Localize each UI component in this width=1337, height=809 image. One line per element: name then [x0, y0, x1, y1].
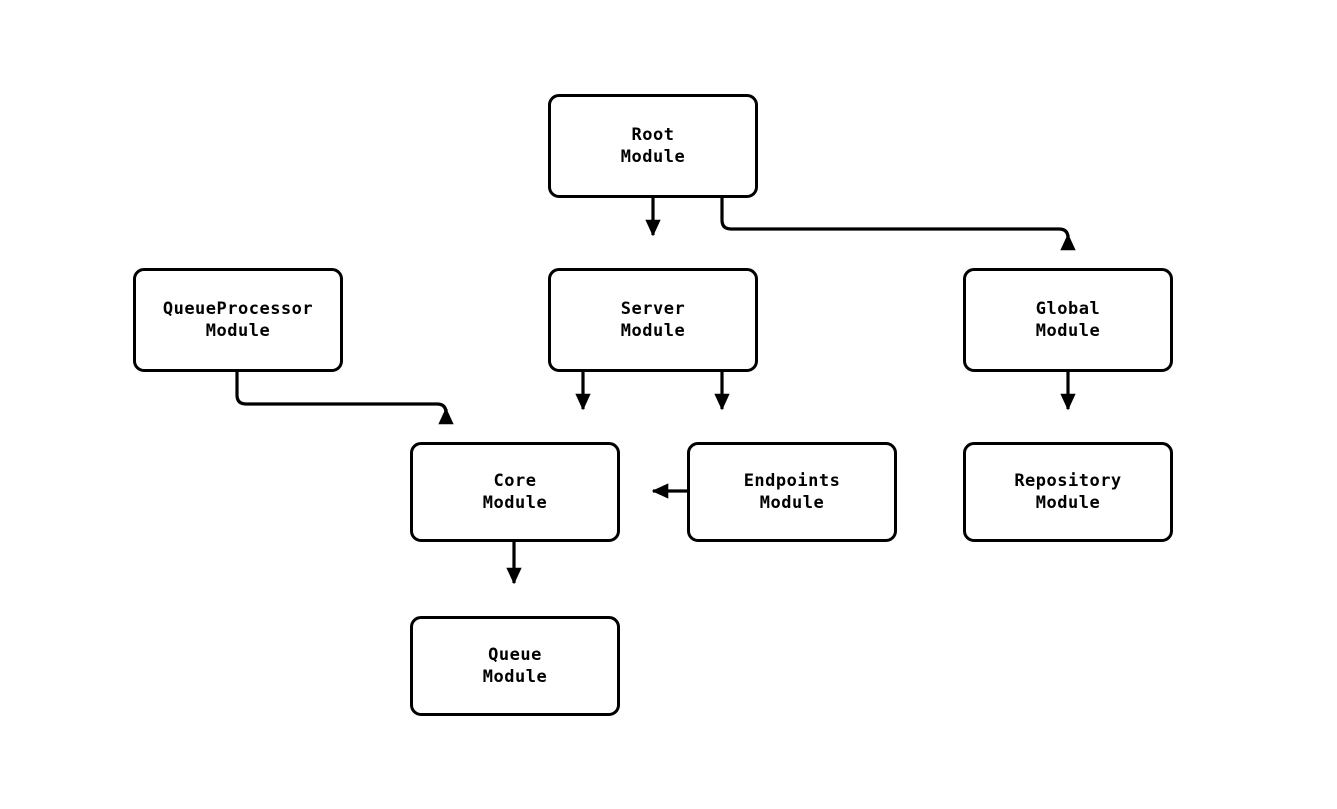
node-repository-module-name: Repository	[1014, 471, 1122, 491]
node-endpoints-module-suffix: Module	[759, 493, 825, 513]
node-queueprocessor-module-name: QueueProcessor	[162, 299, 314, 319]
node-queue-module[interactable]: Queue Module	[410, 616, 620, 716]
node-core-module-suffix: Module	[482, 493, 548, 513]
edge-queueprocessor-core	[235, 372, 454, 425]
node-endpoints-module-name: Endpoints	[743, 471, 841, 491]
edge-root-global	[720, 198, 1076, 251]
node-queue-module-suffix: Module	[482, 667, 548, 687]
node-repository-module-suffix: Module	[1035, 493, 1101, 513]
node-global-module-suffix: Module	[1035, 321, 1101, 341]
node-global-module-name: Global	[1035, 299, 1101, 319]
node-endpoints-module[interactable]: Endpoints Module	[687, 442, 897, 542]
node-queueprocessor-module-suffix: Module	[205, 321, 271, 341]
node-core-module[interactable]: Core Module	[410, 442, 620, 542]
node-repository-module[interactable]: Repository Module	[963, 442, 1173, 542]
node-root-module-name: Root	[631, 125, 675, 145]
node-queue-module-name: Queue	[488, 645, 542, 665]
node-server-module-suffix: Module	[620, 321, 686, 341]
node-queueprocessor-module[interactable]: QueueProcessor Module	[133, 268, 343, 372]
node-global-module[interactable]: Global Module	[963, 268, 1173, 372]
node-core-module-name: Core	[493, 471, 537, 491]
node-server-module[interactable]: Server Module	[548, 268, 758, 372]
node-root-module-suffix: Module	[620, 147, 686, 167]
node-server-module-name: Server	[620, 299, 686, 319]
node-root-module[interactable]: Root Module	[548, 94, 758, 198]
